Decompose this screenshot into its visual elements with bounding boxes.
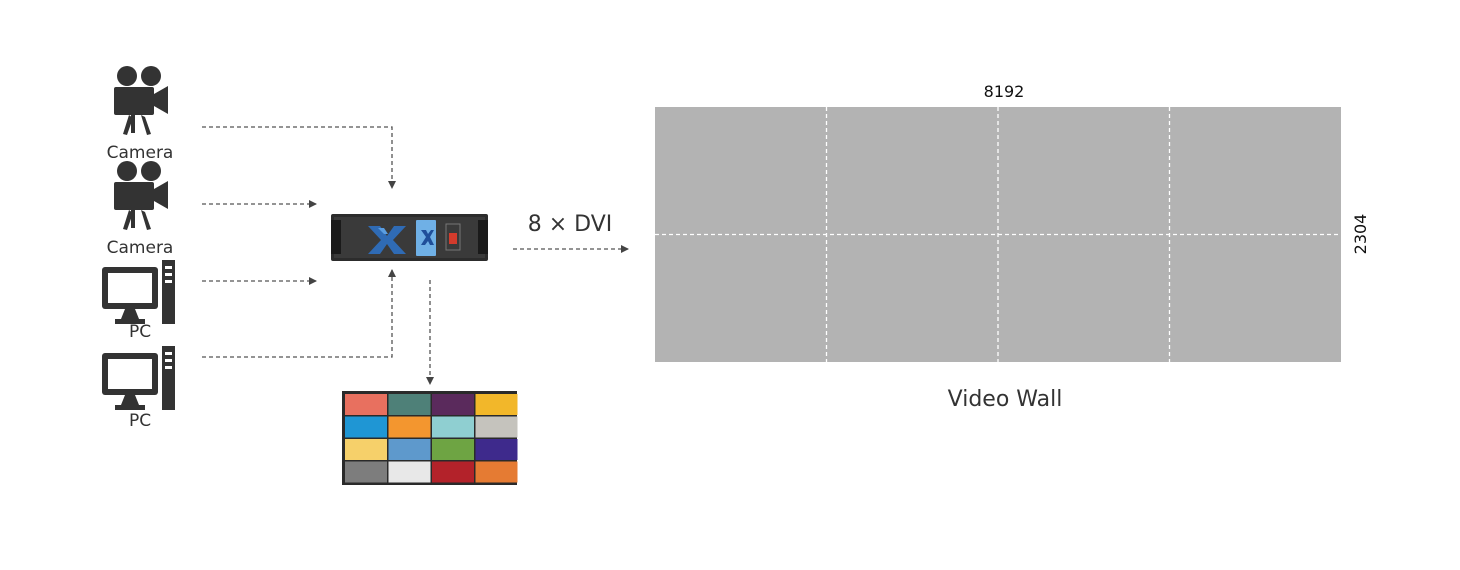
source-label: PC	[129, 411, 151, 431]
preview-cell	[432, 439, 474, 460]
camera-icon	[114, 66, 168, 135]
source-pc-2: PC	[102, 346, 175, 431]
source-camera-2: Camera	[107, 161, 174, 258]
pc-icon	[102, 346, 175, 410]
preview-cell	[388, 439, 431, 460]
wall-caption: Video Wall	[948, 387, 1063, 412]
camera-icon	[114, 161, 168, 230]
source-label: Camera	[107, 238, 174, 258]
preview-cell	[475, 461, 518, 483]
pc-icon	[102, 260, 175, 324]
source-camera-1: Camera	[107, 66, 174, 163]
preview-cell	[345, 439, 387, 460]
preview-cell	[345, 416, 387, 438]
wall-height-label: 2304	[1351, 214, 1370, 255]
multiview-preview-icon	[342, 391, 518, 485]
preview-cell	[475, 439, 518, 460]
preview-cell	[388, 416, 431, 438]
source-pc-1: PC	[102, 260, 175, 342]
connector-camera-1	[202, 126, 396, 189]
preview-cell	[432, 461, 474, 483]
video-wall	[655, 107, 1341, 362]
source-label: Camera	[107, 143, 174, 163]
video-processor-icon	[331, 214, 488, 261]
preview-cell	[432, 416, 474, 438]
source-label: PC	[129, 322, 151, 342]
preview-cell	[388, 394, 431, 415]
preview-cell	[388, 461, 431, 483]
preview-cell	[345, 461, 387, 483]
connector-pc-2	[202, 269, 396, 358]
preview-cell	[432, 394, 474, 415]
output-label: 8 × DVI	[528, 212, 613, 237]
wall-width-label: 8192	[984, 82, 1025, 101]
preview-cell	[475, 416, 518, 438]
preview-cell	[475, 394, 518, 415]
preview-cell	[345, 394, 387, 415]
